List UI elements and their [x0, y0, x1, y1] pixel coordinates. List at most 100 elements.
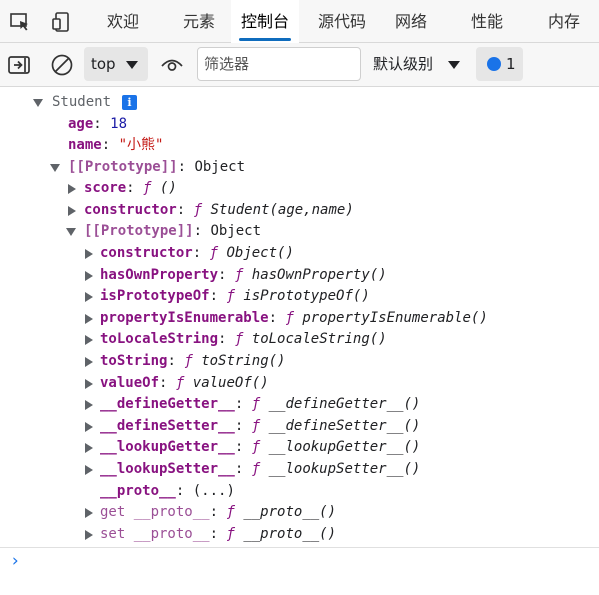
expand-arrow-icon[interactable]: [68, 206, 76, 216]
live-expression-eye-icon[interactable]: [159, 52, 185, 78]
function-symbol: ƒ: [251, 439, 261, 455]
expand-arrow-icon[interactable]: [85, 465, 93, 475]
setter-row[interactable]: set __proto__: ƒ __proto__(): [0, 524, 599, 545]
colon: :: [126, 180, 135, 196]
method-row[interactable]: hasOwnProperty: ƒ hasOwnProperty(): [0, 265, 599, 286]
context-selector[interactable]: top: [84, 47, 148, 81]
method-row[interactable]: toString: ƒ toString(): [0, 351, 599, 372]
property-value: hasOwnProperty(): [251, 267, 387, 283]
tab-welcome[interactable]: 欢迎: [106, 12, 139, 31]
expand-arrow-icon[interactable]: [33, 99, 43, 107]
property-key: __proto__: [100, 483, 176, 499]
toggle-sidebar-icon[interactable]: [6, 52, 32, 78]
method-row[interactable]: __lookupSetter__: ƒ __lookupSetter__(): [0, 459, 599, 480]
property-value: isPrototypeOf(): [243, 288, 370, 304]
colon: :: [159, 375, 168, 391]
filter-input[interactable]: [198, 48, 360, 80]
function-symbol: ƒ: [143, 180, 152, 196]
method-row[interactable]: isPrototypeOf: ƒ isPrototypeOf(): [0, 286, 599, 307]
property-key: constructor: [100, 245, 193, 261]
expand-arrow-icon[interactable]: [85, 249, 93, 259]
property-key: valueOf: [100, 375, 160, 391]
message-bubble-icon: [487, 57, 501, 71]
expand-arrow-icon[interactable]: [85, 292, 93, 302]
expand-arrow-icon[interactable]: [66, 228, 76, 236]
device-emulation-icon[interactable]: [51, 11, 73, 33]
method-row[interactable]: toLocaleString: ƒ toLocaleString(): [0, 329, 599, 350]
lazy-value[interactable]: (...): [192, 483, 235, 499]
function-symbol: ƒ: [209, 245, 219, 261]
function-symbol: ƒ: [226, 526, 235, 542]
property-key: __lookupGetter__: [100, 439, 235, 455]
colon: :: [176, 202, 186, 218]
property-value: Object: [194, 159, 246, 175]
getter-row[interactable]: get __proto__: ƒ __proto__(): [0, 502, 599, 523]
function-symbol: ƒ: [193, 202, 203, 218]
tab-performance[interactable]: 性能: [470, 12, 503, 31]
prototype-row[interactable]: [[Prototype]]: Object: [0, 157, 599, 178]
accessor-row[interactable]: __proto__: (...): [100, 481, 235, 502]
clear-console-icon[interactable]: [49, 52, 75, 78]
devtools-tab-bar: 欢迎 元素 控制台 源代码 网络 性能 内存: [0, 0, 599, 43]
method-row[interactable]: __defineSetter__: ƒ __defineSetter__(): [0, 416, 599, 437]
expand-arrow-icon[interactable]: [85, 379, 93, 389]
expand-arrow-icon[interactable]: [85, 530, 93, 540]
property-key: get __proto__: [100, 504, 210, 520]
expand-arrow-icon[interactable]: [85, 357, 93, 367]
prompt-chevron-icon: ›: [10, 551, 21, 571]
filter-field[interactable]: [197, 47, 361, 81]
property-value: __defineSetter__(): [268, 418, 421, 434]
console-input[interactable]: [30, 548, 599, 572]
object-root-row[interactable]: Student i: [0, 92, 599, 113]
inspect-element-icon[interactable]: [9, 11, 31, 33]
method-row[interactable]: __defineGetter__: ƒ __defineGetter__(): [0, 394, 599, 415]
expand-arrow-icon[interactable]: [68, 184, 76, 194]
chevron-down-icon: [126, 61, 138, 69]
issues-counter-button[interactable]: 1: [476, 47, 523, 81]
property-value: valueOf(): [192, 375, 269, 391]
colon: :: [93, 116, 102, 132]
method-row[interactable]: valueOf: ƒ valueOf(): [0, 373, 599, 394]
expand-arrow-icon[interactable]: [85, 422, 93, 432]
tab-elements[interactable]: 元素: [182, 12, 215, 31]
colon: :: [209, 288, 219, 304]
info-icon[interactable]: i: [122, 95, 137, 110]
expand-arrow-icon[interactable]: [85, 400, 93, 410]
property-value: 18: [110, 116, 128, 132]
property-key: isPrototypeOf: [100, 288, 210, 304]
colon: :: [234, 396, 244, 412]
method-row[interactable]: constructor: ƒ Student(age,name): [0, 200, 599, 221]
tab-sources[interactable]: 源代码: [317, 12, 366, 31]
property-key: [[Prototype]]: [68, 159, 178, 175]
property-value: __proto__(): [243, 526, 337, 542]
method-row[interactable]: constructor: ƒ Object(): [0, 243, 599, 264]
chevron-down-icon: [448, 61, 460, 69]
tab-memory[interactable]: 内存: [547, 12, 580, 31]
method-row[interactable]: propertyIsEnumerable: ƒ propertyIsEnumer…: [0, 308, 599, 329]
tab-network[interactable]: 网络: [394, 12, 427, 31]
method-row[interactable]: __lookupGetter__: ƒ __lookupGetter__(): [0, 437, 599, 458]
property-row: name: "小熊": [68, 135, 163, 156]
prototype-row[interactable]: [[Prototype]]: Object: [0, 221, 599, 242]
log-level-dropdown[interactable]: 默认级别: [368, 47, 468, 81]
expand-arrow-icon[interactable]: [85, 443, 93, 453]
context-selector-label: top: [91, 55, 116, 73]
expand-arrow-icon[interactable]: [85, 335, 93, 345]
colon: :: [234, 461, 244, 477]
property-key: constructor: [84, 202, 177, 218]
method-row[interactable]: score: ƒ (): [0, 178, 599, 199]
log-level-label: 默认级别: [373, 55, 434, 73]
expand-arrow-icon[interactable]: [85, 508, 93, 518]
colon: :: [177, 159, 187, 175]
colon: :: [218, 331, 227, 347]
property-key: __lookupSetter__: [100, 461, 235, 477]
function-symbol: ƒ: [226, 504, 235, 520]
function-symbol: ƒ: [285, 310, 294, 326]
expand-arrow-icon[interactable]: [85, 271, 93, 281]
tab-console[interactable]: 控制台: [231, 0, 299, 43]
property-value: "小熊": [118, 137, 164, 153]
expand-arrow-icon[interactable]: [50, 164, 60, 172]
property-key: hasOwnProperty: [100, 267, 219, 283]
expand-arrow-icon[interactable]: [85, 314, 93, 324]
property-value: __lookupGetter__(): [268, 439, 421, 455]
